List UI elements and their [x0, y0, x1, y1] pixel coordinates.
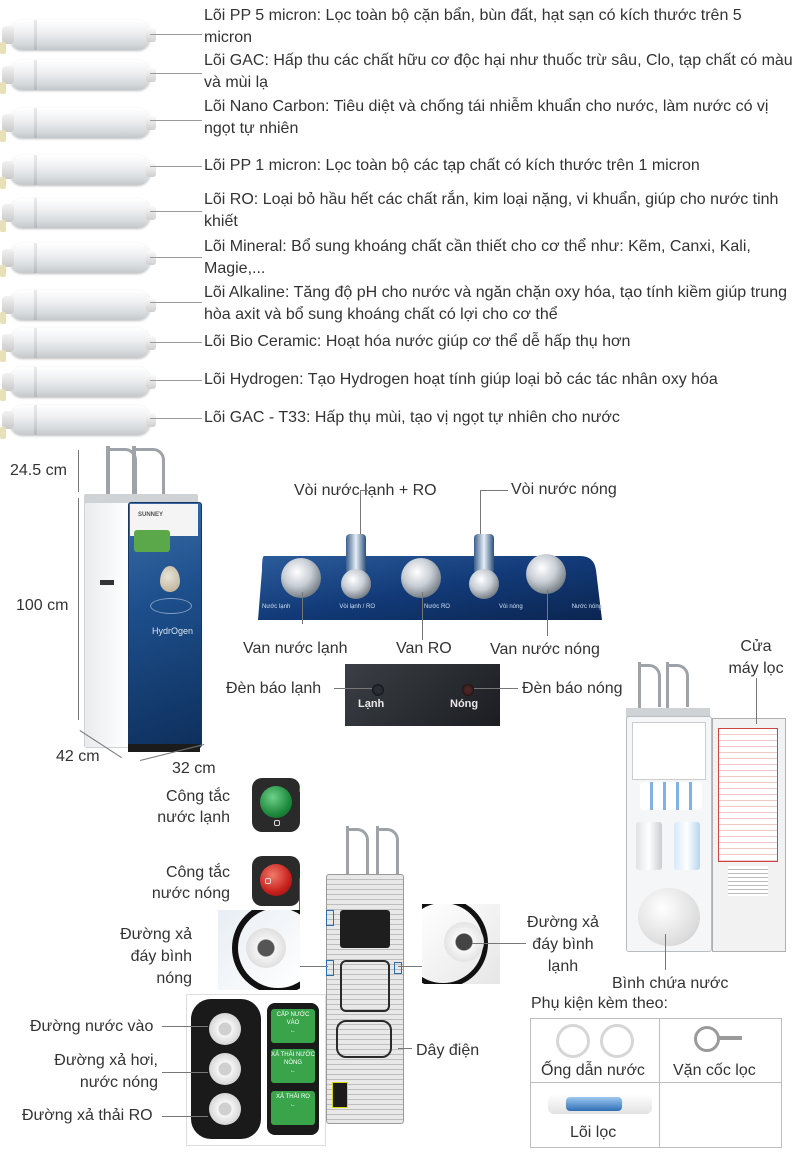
filter-cartridge — [0, 60, 156, 94]
hot-valve-label: Van nước nóng — [490, 641, 600, 658]
hot-faucet-label: Vòi nước nóng — [511, 481, 617, 498]
hot-drain-label: Đường xả đáy bình nóng — [120, 926, 192, 987]
panel-label: Vòi lạnh / RO — [339, 604, 375, 610]
lamp-hot-text: Nóng — [450, 698, 479, 710]
steam-out-label: Đường xả hơi, nước nóng — [54, 1052, 158, 1091]
cold-indicator-light — [372, 684, 384, 696]
port-label-water-in: CẤP NƯỚC VÀO — [276, 1012, 310, 1026]
filter-desc: Lõi PP 5 micron: Lọc toàn bộ cặn bẩn, bù… — [204, 7, 742, 46]
tank-label: Bình chứa nước — [612, 975, 729, 992]
wrench-icon — [694, 1026, 720, 1052]
dimension-height: 100 cm — [16, 597, 69, 614]
filter-desc: Lõi Bio Ceramic: Hoạt hóa nước giúp cơ t… — [204, 333, 631, 350]
port-label-hot-drain: XẢ THẢI NƯỚC NÓNG — [271, 1052, 315, 1066]
filter-desc: Lõi GAC: Hấp thu các chất hữu cơ độc hại… — [204, 52, 793, 91]
filter-cartridge — [0, 20, 156, 54]
control-panel — [258, 534, 602, 620]
panel-label: Nước RO — [424, 604, 450, 610]
port-label-ro-waste: XẢ THẢI RO — [276, 1094, 310, 1100]
hot-indicator-light — [462, 684, 474, 696]
filter-cartridge — [0, 367, 156, 401]
ports-zoom: CẤP NƯỚC VÀO← XẢ THẢI NƯỚC NÓNG← XẢ THẢI… — [186, 994, 326, 1146]
door-label: Cửa máy lọc — [728, 638, 784, 677]
dimension-top: 24.5 cm — [10, 462, 67, 479]
filter-cluster — [640, 782, 702, 810]
water-tank — [638, 888, 700, 946]
water-in-label: Đường nước vào — [30, 1018, 154, 1035]
hot-switch-label: Công tắc nước nóng — [151, 864, 230, 902]
indicator-strip — [345, 664, 500, 726]
cold-switch[interactable] — [252, 778, 300, 832]
filter-cartridge — [0, 198, 156, 232]
filter-desc: Lõi Mineral: Bổ sung khoáng chất cần thi… — [204, 238, 751, 277]
water-drop-icon — [160, 566, 180, 592]
power-cord-label: Dây điện — [416, 1042, 480, 1059]
filter-desc: Lõi Hydrogen: Tạo Hydrogen hoạt tính giú… — [204, 371, 718, 388]
cold-switch-label: Công tắc nước lạnh — [157, 788, 230, 826]
faucet-icon — [348, 828, 369, 875]
filter-cartridge — [0, 108, 156, 142]
tube-label: Ống dẫn nước — [541, 1062, 645, 1079]
faucet-icon — [640, 664, 661, 707]
panel-label: Vòi nóng — [498, 604, 523, 610]
panel-label: Nước lạnh — [262, 604, 291, 610]
filter-desc: Lõi Alkaline: Tăng độ pH cho nước và ngă… — [204, 284, 788, 323]
cold-valve-label: Van nước lạnh — [243, 640, 348, 657]
machine-badge — [134, 530, 170, 552]
filter-desc: Lõi GAC - T33: Hấp thụ mùi, tạo vị ngọt … — [204, 409, 620, 426]
ripple-icon — [150, 598, 192, 614]
cold-drain-zoom — [422, 904, 500, 984]
door-sticker — [718, 728, 778, 862]
cold-drain-label: Đường xả đáy bình lạnh — [527, 914, 599, 975]
filter-label: Lõi lọc — [570, 1124, 617, 1141]
lamp-cold-text: Lạnh — [358, 698, 385, 710]
filter-desc: Lõi PP 1 micron: Lọc toàn bộ các tạp chấ… — [204, 157, 700, 174]
ro-waste-label: Đường xả thải RO — [22, 1107, 153, 1124]
panel-label: Nước nóng — [571, 604, 602, 610]
compressor-unit — [340, 910, 390, 948]
faucet-icon — [134, 448, 165, 497]
faucet-icon — [668, 664, 689, 707]
faucet-icon — [378, 828, 399, 875]
hot-switch[interactable] — [252, 856, 300, 906]
hot-drain-zoom — [218, 910, 300, 990]
filter-desc: Lõi RO: Loại bỏ hầu hết các chất rắn, ki… — [204, 191, 779, 230]
filter-desc: Lõi Nano Carbon: Tiêu diệt và chống tái … — [204, 98, 769, 137]
machine-label: HydrOgen — [152, 626, 194, 636]
tube-icon — [600, 1024, 634, 1058]
dimension-width: 32 cm — [172, 760, 216, 777]
filter-cartridge — [0, 155, 156, 189]
filter-cartridge — [0, 243, 156, 277]
accessories-title: Phụ kiện kèm theo: — [531, 995, 668, 1012]
cold-indicator-label: Đèn báo lạnh — [226, 680, 322, 697]
tube-icon — [556, 1024, 590, 1058]
filter-cartridge — [0, 290, 156, 324]
machine-brand: SUNNEY — [138, 512, 164, 518]
hot-indicator-label: Đèn báo nóng — [522, 680, 623, 697]
filter-cartridge — [0, 328, 156, 362]
dimension-depth: 42 cm — [56, 748, 100, 765]
filter-cartridge — [0, 405, 156, 439]
wrench-label: Vặn cốc lọc — [673, 1062, 756, 1079]
ro-valve-label: Van RO — [396, 640, 452, 657]
